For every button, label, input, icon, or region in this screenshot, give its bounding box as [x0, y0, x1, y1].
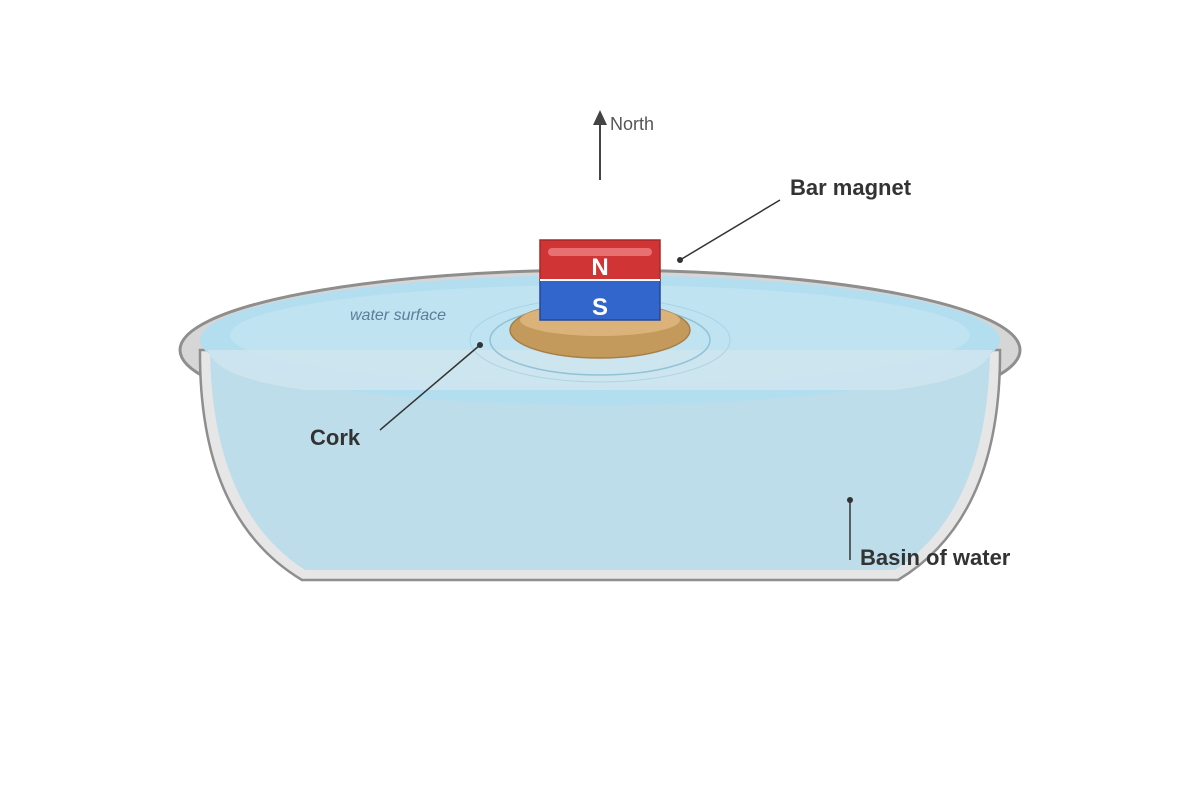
cork-label: Cork	[310, 425, 361, 450]
magnet-shine	[548, 248, 652, 256]
bar-magnet-leader-dot	[677, 257, 683, 263]
south-pole-label: S	[592, 294, 608, 321]
water-body	[210, 350, 990, 570]
magnet-north-pole	[539, 239, 661, 281]
basin-leader-dot	[847, 497, 853, 503]
water-front-band	[208, 350, 992, 390]
north-arrow-head-icon	[593, 110, 607, 125]
basin-label: Basin of water	[860, 545, 1011, 570]
bar-magnet-label: Bar magnet	[790, 175, 912, 200]
water-surface-label: water surface	[350, 307, 446, 324]
north-label: North	[610, 114, 654, 134]
bar-magnet-leader	[679, 199, 781, 261]
north-pole-label: N	[591, 254, 608, 281]
cork-leader	[379, 344, 481, 431]
magnet-south-pole	[539, 279, 661, 321]
cork-leader-dot	[477, 342, 483, 348]
